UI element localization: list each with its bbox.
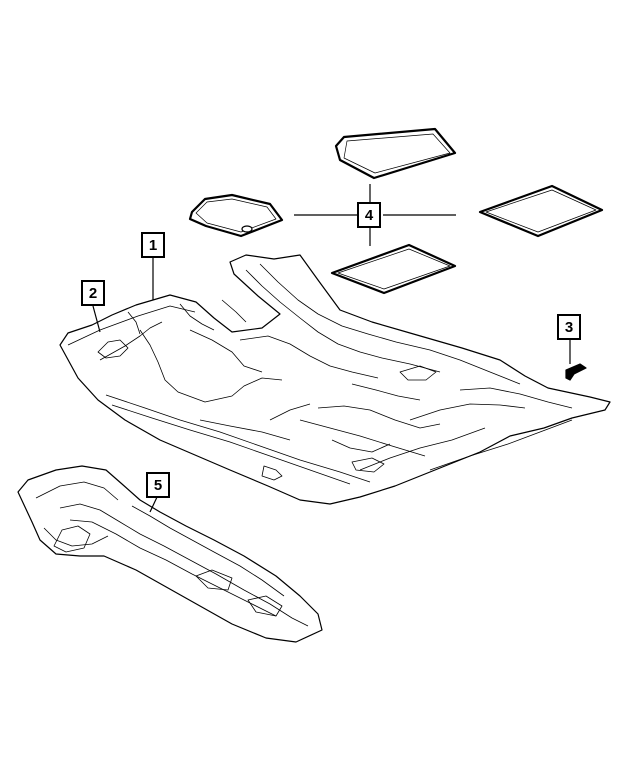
- callout-3: 3: [557, 314, 581, 340]
- leader-lines: [92, 184, 571, 513]
- floor-mat-front-right: [478, 184, 604, 238]
- floor-silencer: [17, 465, 323, 643]
- callout-5: 5: [146, 472, 170, 498]
- fastener-clip: [565, 363, 587, 381]
- callout-2: 2: [81, 280, 105, 306]
- floor-mat-rear-bottom: [330, 243, 457, 295]
- floor-mat-front-left: [188, 193, 284, 238]
- callout-4: 4: [357, 202, 381, 228]
- floor-mat-rear-top: [334, 127, 457, 180]
- floor-carpet: [59, 254, 611, 505]
- callout-1: 1: [141, 232, 165, 258]
